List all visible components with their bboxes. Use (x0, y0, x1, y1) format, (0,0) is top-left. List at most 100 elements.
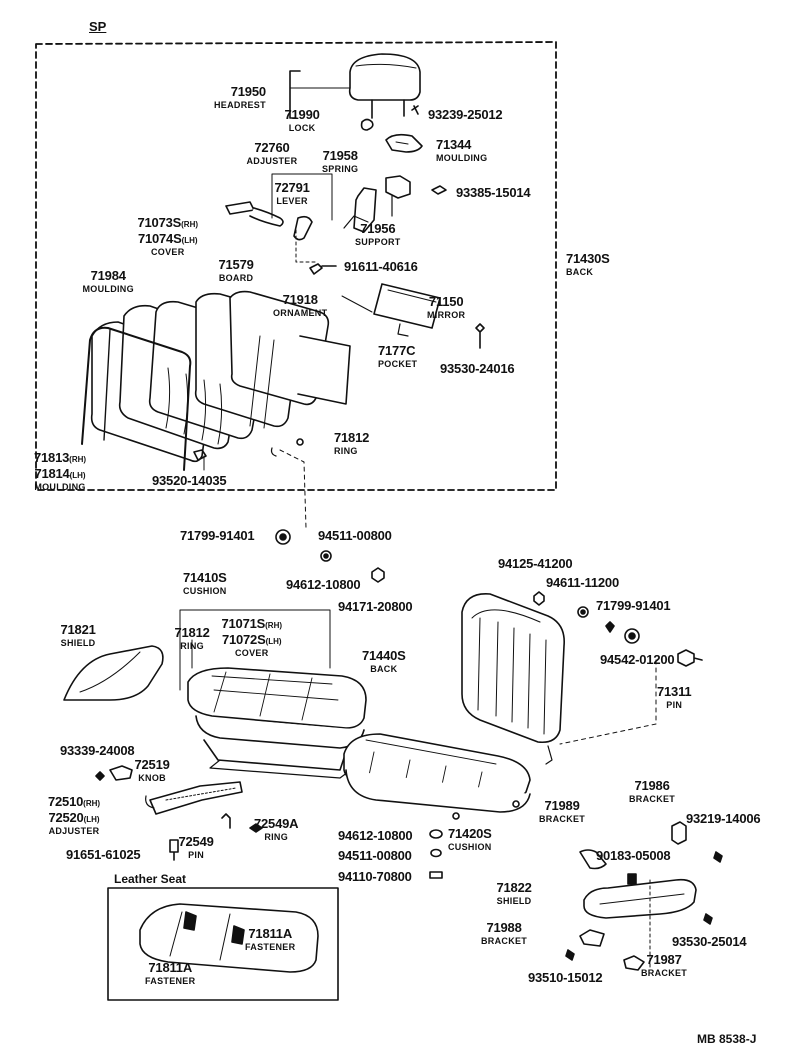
part-number: 94110-70800 (338, 869, 412, 884)
part-description: MOULDING (34, 482, 86, 492)
clip-90183-part (627, 873, 637, 885)
part-number: 71986 (634, 778, 670, 793)
nut-94125-part (533, 591, 545, 606)
part-side-suffix-alt: (LH) (181, 236, 198, 245)
section-label: SP (89, 19, 107, 34)
nut-94511-b-part (430, 848, 442, 858)
part-number: 7177C (378, 343, 416, 358)
part-number: 90183-05008 (596, 848, 671, 863)
part-description: BRACKET (629, 794, 676, 804)
screw-93530-25014-part (703, 913, 713, 925)
part-number: 71822 (496, 880, 532, 895)
part-label-washer-71799-a: 71799-91401 (180, 528, 255, 544)
part-label-screw-91611: 91611-40616 (344, 259, 418, 275)
adjuster-72510-part (149, 781, 243, 815)
part-label-washer-94612-a: 94612-10800 (286, 577, 361, 593)
part-description: RING (180, 641, 204, 651)
part-number: 91611-40616 (344, 259, 418, 274)
screw-93219-part (713, 851, 723, 863)
part-label-moulding-71813: 71813(RH)71814(LH)MOULDING (34, 450, 86, 492)
part-number: 71420S (448, 826, 492, 841)
leather-seat-inset-frame (107, 887, 339, 1001)
part-label-nut-94125: 94125-41200 (498, 556, 573, 572)
washer-94612-b-part (429, 829, 443, 839)
part-description: CUSHION (448, 842, 492, 852)
part-number: 71799-91401 (596, 598, 671, 613)
part-number: 91651-61025 (66, 847, 141, 862)
nut-94110-part (429, 871, 443, 879)
part-number: 72549 (178, 834, 214, 849)
part-label-screw-93510: 93510-15012 (528, 970, 603, 986)
part-number: 94611-11200 (546, 575, 619, 590)
part-description: LEVER (276, 196, 308, 206)
part-number-alt: 71814 (34, 466, 70, 481)
part-description: PIN (188, 850, 205, 860)
adjuster-72760-part (225, 201, 255, 215)
part-number: 93530-24016 (440, 361, 515, 376)
part-number: 71918 (282, 292, 318, 307)
part-description: FASTENER (145, 976, 196, 986)
part-label-nut-94511-a: 94511-00800 (318, 528, 392, 544)
part-description: SPRING (322, 164, 359, 174)
part-side-suffix-alt: (LH) (69, 471, 86, 480)
part-number: 93530-25014 (672, 934, 747, 949)
part-description: BRACKET (539, 814, 586, 824)
part-number: 72519 (134, 757, 170, 772)
part-side-suffix: (RH) (83, 799, 101, 808)
part-number: 71410S (183, 570, 227, 585)
bolt-91651-part (169, 839, 179, 861)
nut-94171-part (371, 567, 385, 583)
part-number-alt: 71072S (221, 632, 266, 647)
bracket-71987-part (623, 955, 645, 971)
dashed-link-back-to-cushion (279, 449, 307, 529)
part-number: 72549A (254, 816, 299, 831)
part-side-suffix-alt: (LH) (265, 637, 282, 646)
part-label-washer-94542: 94542-01200 (600, 652, 675, 668)
spring-part (353, 187, 377, 233)
part-description: KNOB (138, 773, 166, 783)
part-label-adjuster-72510: 72510(RH)72520(LH)ADJUSTER (48, 794, 100, 836)
part-number: 71311 (657, 684, 692, 699)
part-label-screw-93530-24016: 93530-24016 (440, 361, 515, 377)
part-description: SUPPORT (355, 237, 401, 247)
part-number: 93239-25012 (428, 107, 503, 122)
part-description: ADJUSTER (246, 156, 298, 166)
part-description: SHIELD (496, 896, 532, 906)
moulding-71984-part (81, 326, 192, 471)
part-label-cover-cushion: 71071S(RH)71072S(LH)COVER (222, 616, 283, 658)
part-description: MIRROR (427, 310, 466, 320)
part-description: ADJUSTER (48, 826, 100, 836)
part-number: 71813 (34, 450, 70, 465)
part-label-washer-71799-b: 71799-91401 (596, 598, 671, 614)
part-number: 72760 (254, 140, 290, 155)
part-number: 93520-14035 (152, 473, 227, 488)
part-label-clip-90183: 90183-05008 (596, 848, 671, 864)
part-description: HEADREST (214, 100, 266, 110)
part-number: 71988 (486, 920, 522, 935)
part-description: COVER (151, 247, 185, 257)
lock-part (360, 118, 374, 131)
part-description: PIN (666, 700, 683, 710)
screw-93510-part (565, 949, 575, 961)
part-number: 71344 (436, 137, 472, 152)
part-label-washer-94612-b: 94612-10800 (338, 828, 413, 844)
part-description: RING (264, 832, 289, 842)
screw-93339-part (95, 771, 105, 781)
cushion-71420s-part (343, 733, 531, 820)
part-side-suffix-alt: (LH) (83, 815, 100, 824)
part-number: 71440S (362, 648, 406, 663)
